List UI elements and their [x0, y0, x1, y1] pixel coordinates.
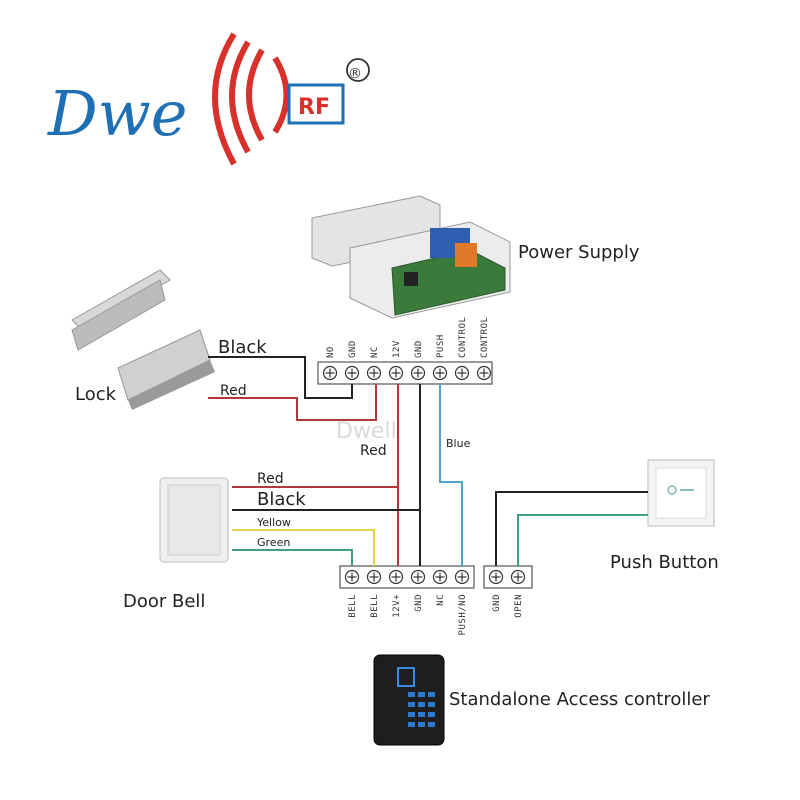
bottom-terminal-block: BELL BELL 12V+ GND NC PUSH/NO — [339, 565, 475, 635]
access-controller-image — [373, 654, 445, 746]
terminal-label: BELL — [370, 594, 380, 618]
terminal-label: NC — [436, 594, 446, 606]
terminal-label: PUSH — [436, 334, 446, 358]
lock-label: Lock — [75, 384, 117, 405]
power-supply-label: Power Supply — [518, 242, 640, 263]
terminal-label: NO — [326, 346, 336, 358]
watermark: Dwell — [336, 419, 397, 444]
terminal-label: GND — [348, 340, 358, 358]
terminal-label: CONTROL — [458, 317, 468, 358]
terminal-label: PUSH/NO — [458, 594, 468, 635]
wires — [208, 356, 648, 566]
rf-badge — [287, 83, 345, 125]
wire-push-blue — [439, 384, 463, 566]
top-terminal-block: NO GND NC 12V GND PUSH CONTROL CONTROL — [317, 317, 493, 385]
wire-lock-black — [208, 356, 353, 399]
wire-label-bell-black: Black — [257, 489, 306, 510]
registered-mark: ® — [348, 66, 362, 82]
rf-badge-text: RF — [298, 95, 330, 120]
lock-image — [71, 269, 215, 410]
brand-logo: Dwe RF ® — [47, 32, 370, 166]
button-terminal-block: GND OPEN — [483, 565, 533, 618]
wire-label-bell-yellow: Yellow — [256, 516, 291, 529]
wire-lock-red — [208, 384, 377, 421]
terminal-label: GND — [414, 594, 424, 612]
rf-waves-icon — [212, 32, 290, 166]
terminal-label: BELL — [348, 594, 358, 618]
power-supply-image — [311, 195, 511, 319]
brand-name: Dwe — [47, 77, 187, 150]
wire-label-bell-green: Green — [257, 536, 290, 549]
door-bell-label: Door Bell — [123, 591, 205, 612]
wire-label-lock-black: Black — [218, 337, 267, 358]
door-bell-image — [159, 477, 229, 563]
wire-label-mid-red: Red — [360, 443, 387, 459]
wire-bell-yellow — [232, 529, 375, 566]
wire-label-bell-red: Red — [257, 471, 284, 487]
terminal-label: 12V — [392, 340, 402, 358]
terminal-label: GND — [414, 340, 424, 358]
access-controller-label: Standalone Access controller — [449, 689, 710, 710]
wire-button-gnd — [495, 491, 648, 566]
terminal-label: 12V+ — [392, 594, 402, 618]
wire-label-lock-red: Red — [220, 383, 247, 399]
terminal-label: CONTROL — [480, 317, 490, 358]
terminal-label: OPEN — [514, 594, 524, 618]
wire-bell-green — [232, 549, 353, 566]
wire-button-open — [517, 514, 648, 566]
push-button-image — [647, 459, 715, 527]
wire-label-blue: Blue — [446, 437, 471, 450]
terminal-label: GND — [492, 594, 502, 612]
push-button-label: Push Button — [610, 552, 719, 573]
terminal-label: NC — [370, 346, 380, 358]
